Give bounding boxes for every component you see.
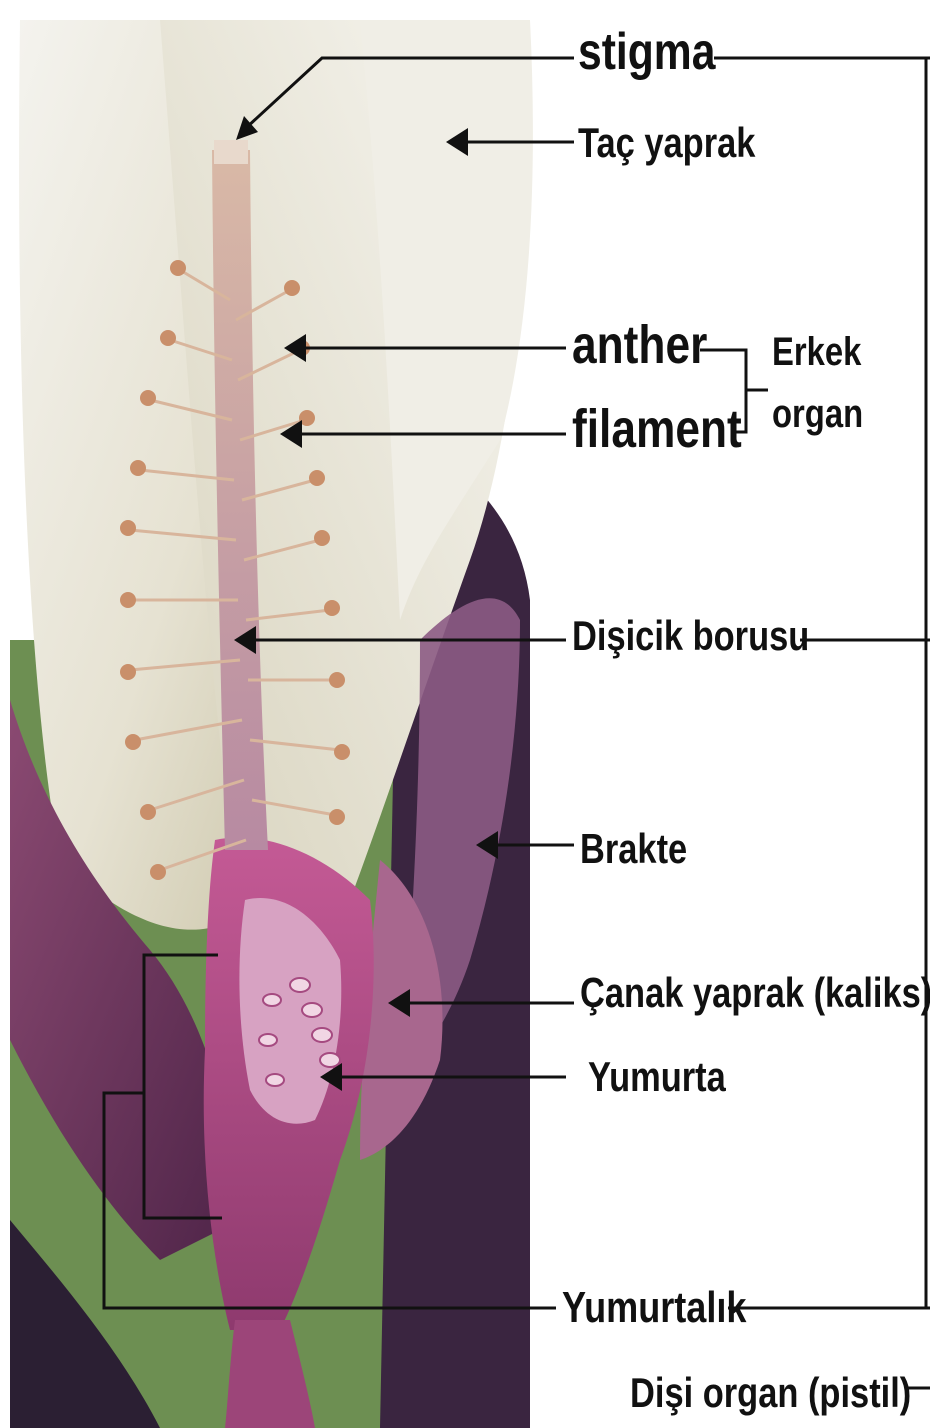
label-yumurta: Yumurta [588,1056,726,1098]
label-brakte: Brakte [580,828,687,870]
label-disicik-borusu: Dişicik borusu [572,615,809,657]
label-tac-yaprak: Taç yaprak [578,122,755,164]
label-disi-organ: Dişi organ (pistil) [630,1372,911,1414]
label-stigma: stigma [578,26,715,78]
label-canak-yaprak: Çanak yaprak (kaliks) [580,972,930,1014]
label-organ: organ [772,394,863,434]
label-erkek: Erkek [772,332,861,372]
label-anther: anther [572,318,707,372]
label-filament: filament [572,402,742,456]
label-yumurtalik: Yumurtalık [562,1286,746,1330]
stigma-tip [214,140,248,164]
